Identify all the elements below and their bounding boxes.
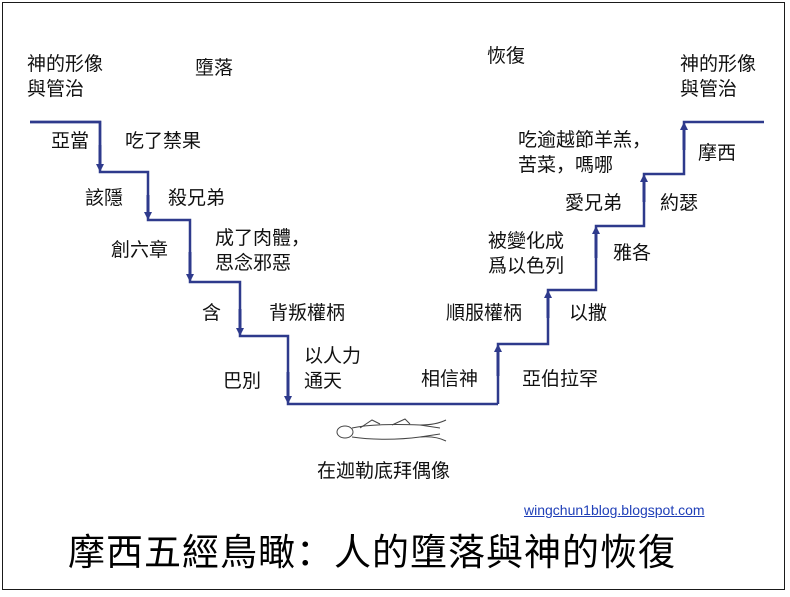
step-person-joseph: 約瑟 [660, 192, 699, 214]
step-event-obeyed-authority: 順服權柄 [446, 302, 523, 324]
step-event-killed-brother: 殺兄弟 [168, 187, 226, 209]
step-person-adam: 亞當 [51, 130, 90, 152]
step-event-forbidden-fruit: 吃了禁果 [125, 130, 202, 152]
step-person-moses: 摩西 [698, 142, 737, 164]
slide-border [2, 2, 785, 590]
step-person-isaac: 以撒 [569, 302, 608, 324]
step-person-genesis-six: 創六章 [111, 239, 169, 261]
step-event-passover-manna: 吃逾越節羊羔， 苦菜，嗎哪 [518, 129, 652, 176]
slide-title: 摩西五經鳥瞰：人的墮落與神的恢復 [68, 531, 676, 574]
step-person-cain: 該隱 [85, 187, 124, 209]
step-event-believed-god: 相信神 [421, 368, 479, 390]
source-link[interactable]: wingchun1blog.blogspot.com [524, 502, 705, 518]
bottom-label-idol-worship: 在迦勒底拜偶像 [317, 460, 451, 482]
step-person-jacob: 雅各 [613, 242, 652, 264]
heading-image-left: 神的形像 與管治 [27, 53, 104, 100]
lying-figure-icon [336, 418, 447, 442]
step-person-abraham: 亞伯拉罕 [522, 368, 599, 390]
heading-restoration: 恢復 [487, 45, 526, 67]
heading-fall: 墮落 [195, 57, 234, 79]
step-event-became-flesh: 成了肉體， 思念邪惡 [215, 227, 311, 274]
step-person-ham: 含 [202, 302, 222, 324]
step-event-loved-brothers: 愛兄弟 [565, 192, 623, 214]
step-person-babel: 巴別 [223, 370, 262, 392]
step-event-transformed-israel: 被變化成 爲以色列 [488, 230, 565, 277]
step-event-reach-heaven: 以人力 通天 [304, 345, 362, 392]
step-event-rebelled-authority: 背叛權柄 [269, 302, 346, 324]
heading-image-right: 神的形像 與管治 [680, 53, 757, 100]
